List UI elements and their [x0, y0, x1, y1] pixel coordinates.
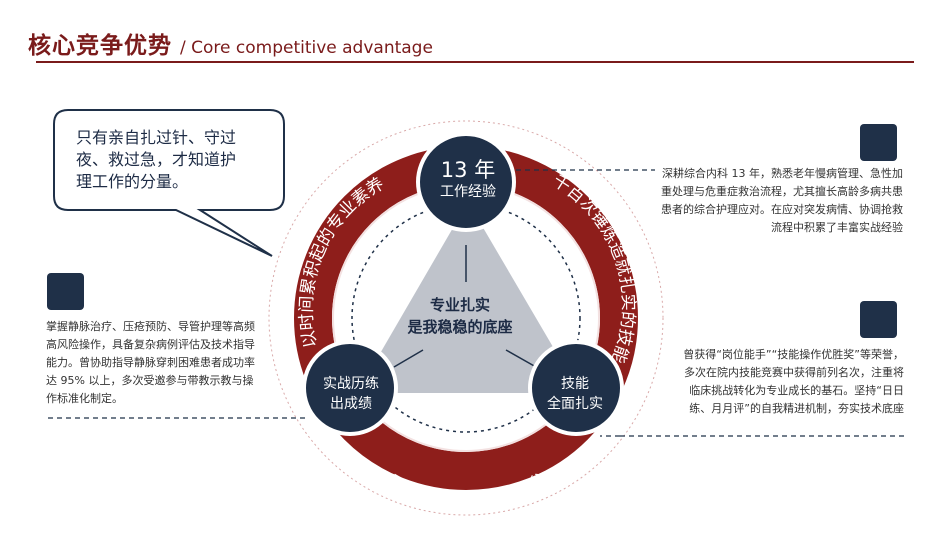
center-line-2: 是我稳稳的底座 — [407, 318, 513, 336]
bubble-line-1: 只有亲自扎过针、守过 — [76, 128, 237, 147]
node-top — [416, 132, 516, 232]
bubble-line-3: 理工作的分量。 — [76, 172, 189, 191]
center-statement: 专业扎实 是我稳稳的底座 — [380, 294, 540, 338]
inner-dashed-circle — [351, 203, 581, 433]
connector-right — [505, 349, 537, 368]
title-chinese: 核心竞争优势 — [28, 33, 172, 59]
node-right — [528, 340, 624, 436]
right-top-panel-square — [860, 124, 897, 161]
node-top-value: 13 年 — [440, 158, 496, 182]
node-right-line-2: 全面扎实 — [547, 396, 603, 412]
bubble-line-2: 夜、救过急，才知道护 — [76, 150, 237, 169]
bubble-quote: 只有亲自扎过针、守过 夜、救过急，才知道护 理工作的分量。 — [76, 127, 266, 193]
right-bottom-panel-text: 曾获得“岗位能手”“技能操作优胜奖”等荣誉，多次在院内技能竞赛中获得前列名次，注… — [683, 348, 904, 415]
outer-dotted-circle — [268, 120, 664, 516]
title-underline — [36, 61, 914, 63]
left-panel-square — [47, 273, 84, 310]
center-triangle — [357, 202, 580, 393]
title-english: / Core competitive advantage — [180, 38, 433, 58]
connector-left — [393, 349, 424, 368]
node-top-caption: 工作经验 — [440, 184, 496, 200]
speech-bubble — [53, 109, 285, 257]
node-left-line-2: 出成绩 — [330, 396, 372, 412]
node-left — [302, 340, 398, 436]
left-panel-text: 掌握静脉治疗、压疮预防、导管护理等高频高风险操作，具备复杂病例评估及技术指导能力… — [46, 320, 255, 405]
right-bottom-panel-square — [860, 301, 897, 338]
node-left-label: 实战历练 出成绩 — [306, 374, 396, 414]
node-left-line-1: 实战历练 — [323, 376, 379, 392]
node-right-line-1: 技能 — [561, 376, 589, 392]
right-top-panel-text: 深耕综合内科 13 年，熟悉老年慢病管理、急性加重处理与危重症救治流程，尤其擅长… — [661, 167, 903, 234]
center-line-1: 专业扎实 — [429, 296, 490, 314]
page-title: 核心竞争优势 / Core competitive advantage — [28, 26, 433, 60]
node-top-label: 13 年 工作经验 — [420, 158, 516, 202]
node-right-label: 技能 全面扎实 — [530, 374, 620, 414]
